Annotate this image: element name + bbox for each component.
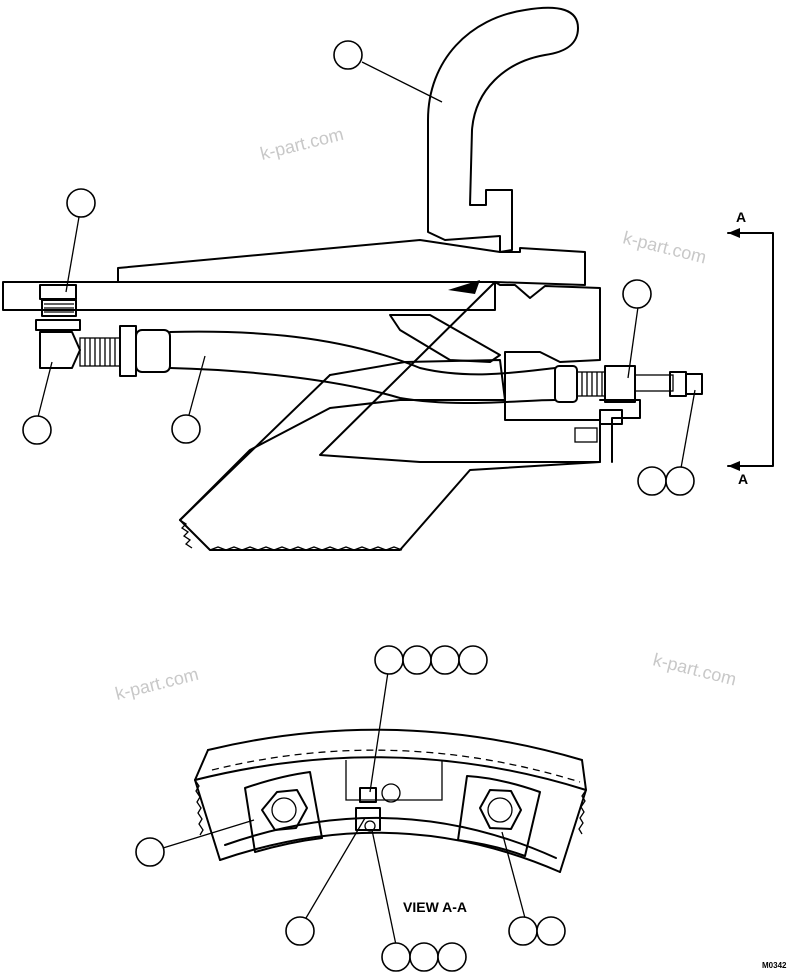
callout-balloon	[171, 414, 201, 444]
ring-outer-bottom	[194, 756, 587, 791]
right-bracket-nut	[604, 365, 636, 403]
callout-balloon	[536, 916, 566, 946]
center-recess	[345, 760, 443, 801]
break-line	[209, 546, 403, 551]
bolt-left	[271, 797, 297, 823]
left-hex-nut	[119, 325, 137, 377]
ring-inner	[219, 831, 561, 873]
clip-nut	[599, 409, 623, 425]
ring-outer-top	[207, 728, 583, 761]
left-fitting-thread	[44, 303, 74, 313]
left-elbow	[39, 331, 81, 369]
hose-end-right	[554, 365, 578, 403]
ring-inner-2	[224, 817, 557, 859]
watermark-text: k-part.com	[651, 649, 738, 689]
hose	[169, 367, 556, 405]
callout-balloon	[665, 466, 695, 496]
callout-balloon	[508, 916, 538, 946]
bracket-top	[117, 239, 586, 286]
lever-handle	[427, 6, 579, 253]
callout-balloon	[285, 916, 315, 946]
callout-balloon	[409, 942, 439, 972]
ring-hidden-line	[211, 749, 581, 783]
watermark-text: k-part.com	[258, 124, 345, 164]
callout-leaders-lower	[162, 671, 526, 946]
lower-casting	[179, 359, 601, 551]
callout-leaders-upper	[37, 61, 696, 469]
callout-balloon	[22, 415, 52, 445]
mount-pad-right	[457, 775, 541, 857]
left-fitting-nut	[41, 299, 77, 317]
center-port	[381, 783, 401, 803]
right-stem	[634, 374, 674, 392]
bracket-body	[319, 281, 601, 463]
cap	[685, 373, 703, 395]
callout-balloon	[333, 40, 363, 70]
callout-balloon	[402, 645, 432, 675]
callout-circles-lower	[135, 645, 566, 972]
right-clip	[599, 399, 641, 463]
watermark-text: k-part.com	[113, 664, 200, 704]
callout-balloon	[66, 188, 96, 218]
section-line	[727, 232, 774, 467]
drawing-code: M0342	[762, 961, 787, 970]
callout-balloon	[437, 942, 467, 972]
callout-balloon	[430, 645, 460, 675]
callout-balloon	[374, 645, 404, 675]
view-label: VIEW A-A	[403, 899, 467, 915]
view-a-a: VIEW A-A	[194, 728, 587, 915]
wedge	[389, 314, 501, 363]
callout-balloon	[381, 942, 411, 972]
callout-circles-upper	[22, 40, 695, 496]
arrowhead	[728, 461, 740, 471]
bolt-stub	[574, 427, 598, 443]
center-screw	[364, 820, 376, 832]
callout-balloon	[622, 279, 652, 309]
callout-balloon	[458, 645, 488, 675]
hex-nut-right	[479, 789, 522, 830]
lower-casting-edge	[179, 374, 331, 521]
upper-assembly	[2, 6, 703, 551]
bolt-right	[487, 797, 513, 823]
section-label-bottom: A	[738, 471, 748, 487]
left-fitting-cap	[39, 284, 77, 300]
hose-end-left	[135, 329, 171, 373]
mount-pad-left	[244, 771, 323, 853]
center-fitting	[359, 787, 377, 803]
break-line	[578, 789, 587, 835]
callout-balloon	[637, 466, 667, 496]
arrowhead	[728, 228, 740, 238]
break-line	[179, 519, 193, 549]
left-fitting-ring	[35, 319, 81, 331]
section-label-top: A	[736, 209, 746, 225]
callout-balloon	[135, 837, 165, 867]
hatch-mark	[448, 280, 480, 294]
watermark-text: k-part.com	[621, 227, 708, 267]
section-arrows: A A	[727, 209, 774, 487]
break-line	[194, 779, 204, 836]
hose	[169, 330, 556, 376]
right-thread	[576, 371, 606, 397]
hex-nut-left	[261, 789, 308, 831]
